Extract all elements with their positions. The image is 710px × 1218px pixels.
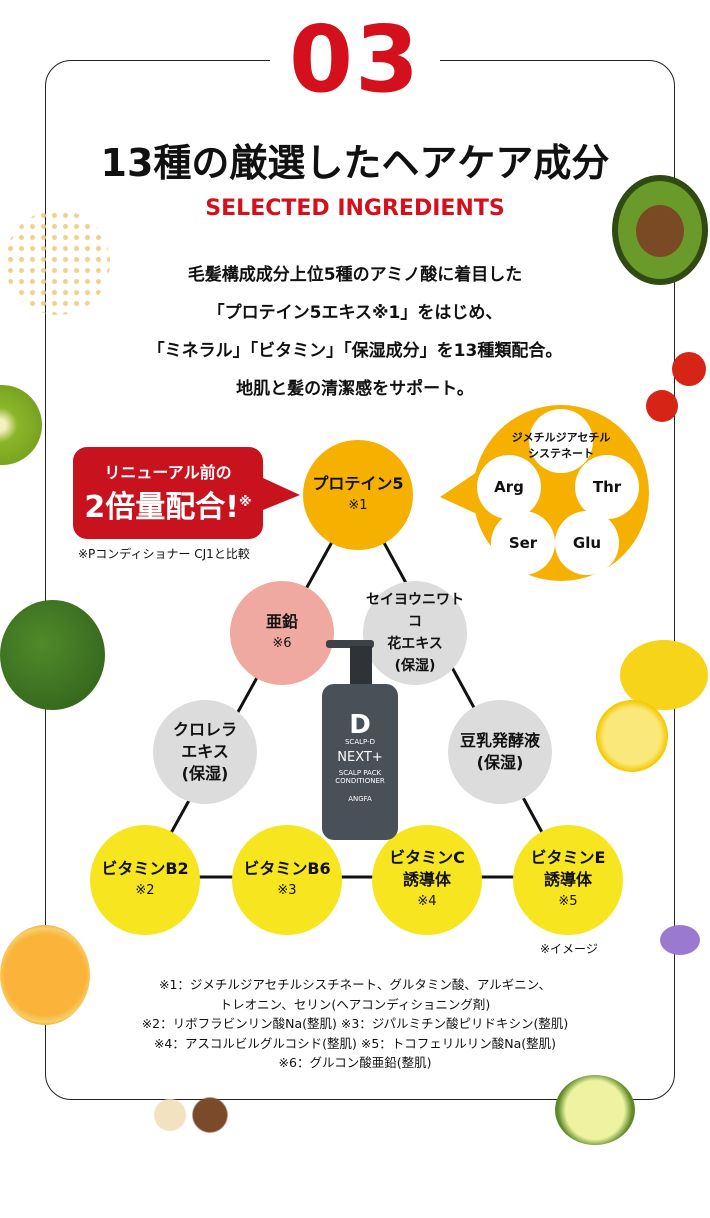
ingredient-note: ※6 — [272, 636, 292, 651]
ingredient-soy: 豆乳発酵液 (保湿) — [448, 700, 552, 804]
footnote: トレオニン、セリン(ヘアコンディショニング剤) — [219, 996, 491, 1012]
callout-mark: ※ — [238, 495, 252, 510]
ingredient-note: ※3 — [277, 883, 297, 898]
page-title: 13種の厳選したヘアケア成分 — [100, 141, 610, 185]
orange-slice-image — [0, 925, 90, 1025]
lemon-image — [620, 640, 708, 710]
product-brand: SCALP-D — [344, 738, 375, 746]
amino-title: ジメチルジアセチルシステネート — [473, 430, 649, 462]
product-bottle-image: D SCALP-D NEXT+ SCALP PACK CONDITIONER A… — [322, 640, 398, 840]
comparison-note: ※Pコンディショナー CJ1と比較 — [78, 547, 250, 561]
brand-logo-icon: D — [349, 710, 371, 740]
flower-image — [660, 925, 700, 955]
tomato-image — [672, 352, 706, 386]
ingredient-vitamin-b6: ビタミンB6 ※3 — [232, 825, 342, 935]
ingredient-name: ビタミンB2 — [101, 859, 189, 878]
footnotes: ※1：ジメチルジアセチルシスチネート、グルタミン酸、アルギニン、 トレオニン、セ… — [0, 975, 710, 1073]
footnote: ※1：ジメチルジアセチルシスチネート、グルタミン酸、アルギニン、 — [158, 977, 552, 992]
ingredient-name: 亜鉛 — [265, 612, 298, 631]
description-line: 「ミネラル」「ビタミン」「保湿成分」を13種類配合。 — [147, 341, 563, 361]
ingredient-name: ビタミンE — [530, 848, 606, 867]
amino-arg: Arg — [477, 455, 541, 519]
description-line: 「プロテイン5エキス※1」をはじめ、 — [207, 303, 503, 323]
ingredient-note: ※1 — [348, 498, 368, 513]
footnote: ※6：グルコン酸亜鉛(整肌) — [278, 1055, 432, 1070]
ingredient-name: (保湿) — [394, 658, 436, 674]
ingredient-name: 豆乳発酵液 — [459, 731, 540, 750]
ingredient-name: 誘導体 — [402, 870, 451, 889]
broccoli-image — [0, 600, 105, 710]
ingredient-name: 花エキス — [387, 636, 443, 652]
ingredient-elderflower: セイヨウニワトコ花エキス (保湿) — [363, 581, 467, 685]
product-type: SCALP PACK — [338, 769, 382, 777]
ingredient-chlorella: クロレラエキス (保湿) — [153, 700, 257, 804]
tomato-image — [646, 390, 678, 422]
macadamia-image — [140, 1085, 240, 1145]
ingredient-vitamin-c: ビタミンC 誘導体 ※4 — [372, 825, 482, 935]
ingredient-name: クロレラ — [172, 720, 237, 739]
callout-line2: 2倍量配合! — [84, 490, 239, 525]
ingredient-vitamin-b2: ビタミンB2 ※2 — [90, 825, 200, 935]
amino-circle-top — [529, 409, 593, 473]
ingredient-note: ※4 — [417, 894, 437, 909]
ingredient-vitamin-e: ビタミンE 誘導体 ※5 — [513, 825, 623, 935]
section-number: 03 — [288, 6, 422, 113]
amino-glu: Glu — [555, 511, 619, 575]
ingredient-name: (保湿) — [181, 764, 229, 783]
amino-acid-bubble: Arg Thr Ser Glu — [473, 405, 649, 581]
footnote: ※4：アスコルビルグルコシド(整肌) ※5：トコフェリルリン酸Na(整肌) — [153, 1035, 557, 1051]
double-amount-callout: リニューアル前の 2倍量配合!※ — [73, 447, 263, 539]
ingredient-name: エキス — [181, 742, 229, 761]
description-line: 毛髪構成成分上位5種のアミノ酸に着目した — [187, 265, 523, 285]
ingredient-name: プロテイン5 — [312, 474, 404, 493]
description-line: 地肌と髪の清潔感をサポート。 — [236, 379, 474, 399]
ingredient-note: ※5 — [558, 894, 578, 909]
callout-line1: リニューアル前の — [104, 463, 232, 482]
image-note: ※イメージ — [540, 942, 598, 956]
ingredient-protein5: プロテイン5 ※1 — [303, 440, 413, 550]
ingredient-name: ビタミンB6 — [243, 859, 331, 878]
avocado-image — [612, 175, 708, 285]
amino-thr: Thr — [575, 455, 639, 519]
lemon-slice-image — [596, 700, 668, 772]
ingredient-name: セイヨウニワトコ — [366, 592, 464, 630]
footnote: ※2：リボフラビンリン酸Na(整肌) ※3：ジパルミチン酸ピリドキシン(整肌) — [141, 1016, 569, 1031]
product-line: NEXT+ — [337, 750, 383, 765]
product-maker: ANGFA — [348, 795, 372, 803]
lime-slice-image — [555, 1075, 635, 1145]
ingredient-zinc: 亜鉛 ※6 — [230, 581, 334, 685]
amino-title-line: ジメチルジアセチル — [511, 431, 611, 444]
subtitle: SELECTED INGREDIENTS — [205, 196, 505, 221]
ingredient-note: ※2 — [135, 883, 155, 898]
amino-ser: Ser — [491, 511, 555, 575]
description: 毛髪構成成分上位5種のアミノ酸に着目した 「プロテイン5エキス※1」をはじめ、 … — [0, 256, 710, 408]
amino-title-line: システネート — [528, 447, 594, 460]
ingredient-name: ビタミンC — [389, 848, 465, 867]
soybeans-image — [5, 210, 110, 315]
number-gap — [270, 50, 440, 70]
ingredient-name: 誘導体 — [543, 870, 592, 889]
product-type: CONDITIONER — [335, 777, 385, 785]
ingredient-name: (保湿) — [476, 753, 524, 772]
